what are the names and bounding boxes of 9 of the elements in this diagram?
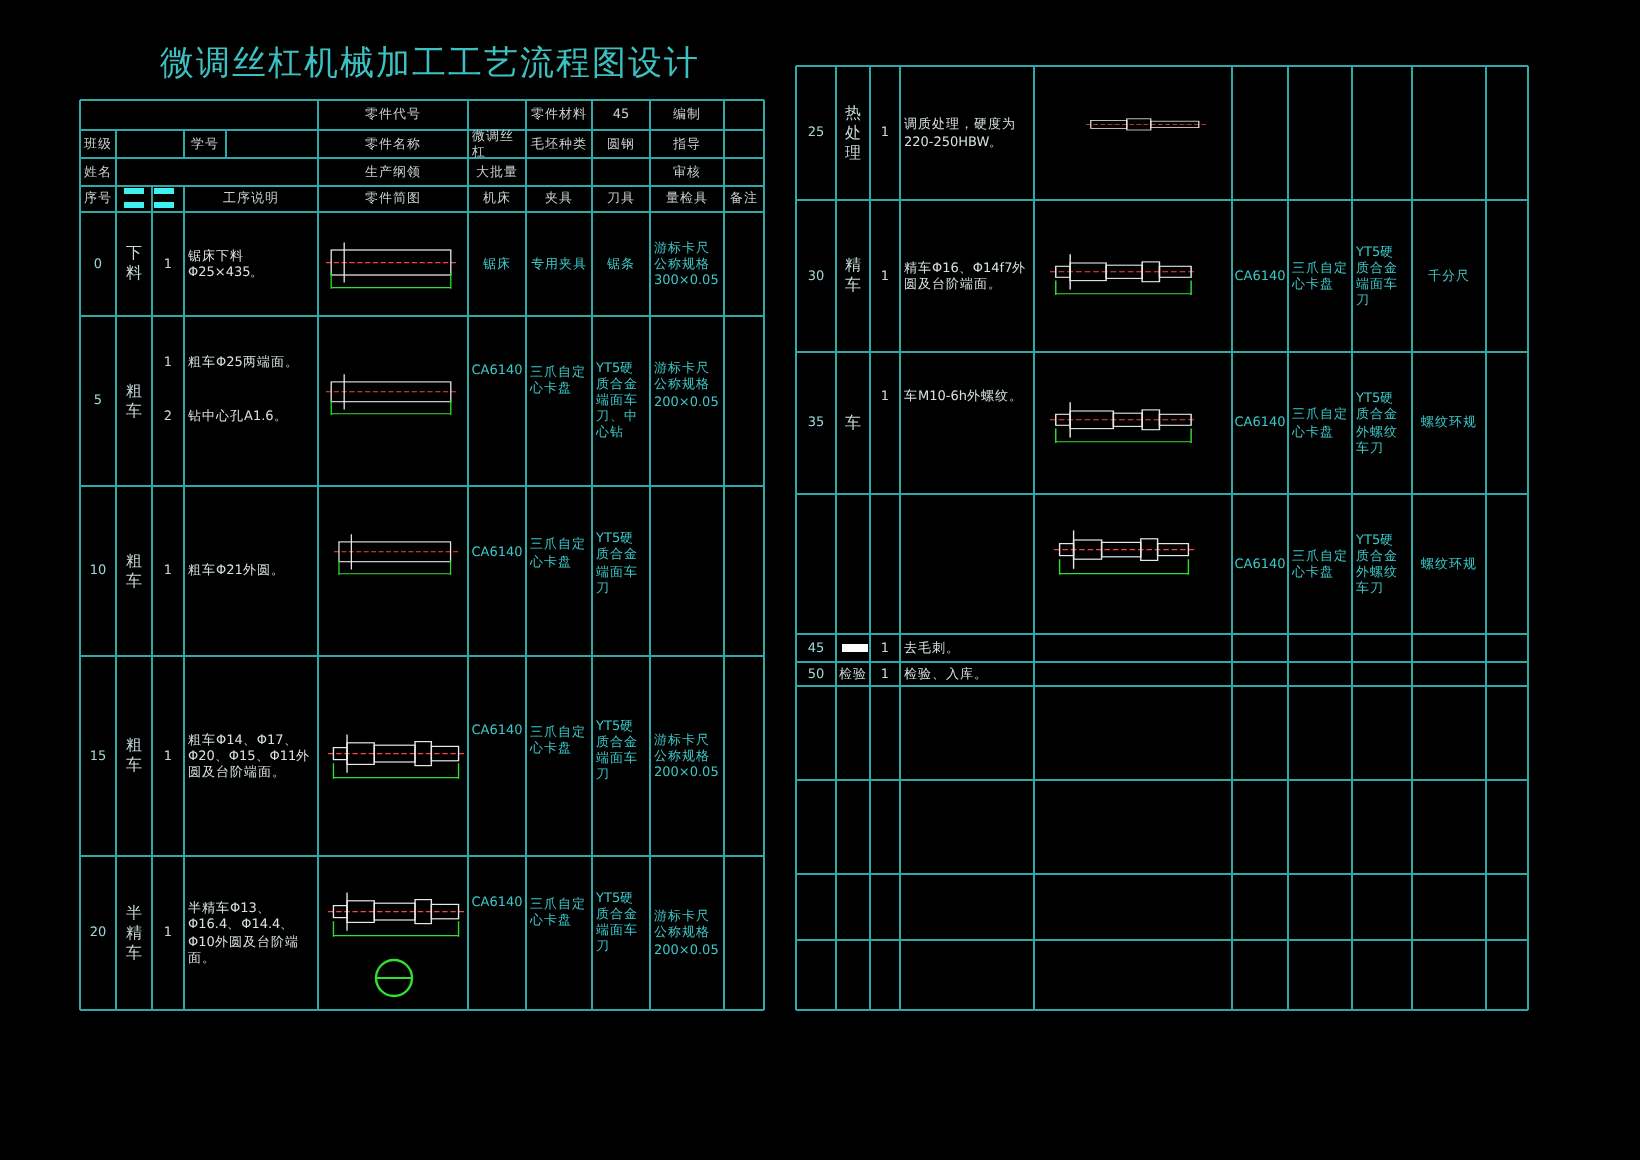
operation-name: 粗车 xyxy=(126,736,142,776)
operation-name: 精车 xyxy=(845,256,861,296)
operation-name: 粗车 xyxy=(126,381,142,421)
operation-name: 热处理 xyxy=(845,103,861,163)
operation-name: 半精车 xyxy=(126,903,142,963)
operation-name: 粗车 xyxy=(126,551,142,591)
operation-name: 下料 xyxy=(126,244,142,284)
operation-name: 车 xyxy=(845,413,861,433)
title: 微调丝杠机械加工工艺流程图设计 xyxy=(160,42,700,86)
